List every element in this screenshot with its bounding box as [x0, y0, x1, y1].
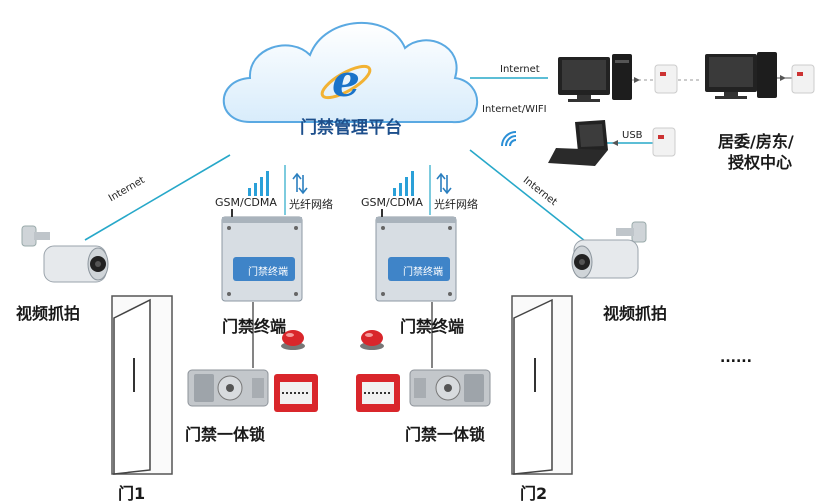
camera-right-label: 视频抓拍 — [603, 304, 668, 323]
terminal-box-1 — [221, 209, 303, 302]
svg-text:e: e — [332, 56, 360, 107]
cloud-title: 门禁管理平台 — [300, 118, 402, 138]
link-line-right — [469, 149, 591, 246]
card-reader-icon-1 — [654, 64, 678, 94]
terminal2-label: 门禁终端 — [400, 317, 465, 336]
card-reader-icon-2 — [791, 64, 815, 94]
terminal1-fiber-label: 光纤网络 — [289, 198, 333, 211]
door-icon-1 — [111, 295, 173, 475]
terminal2-screen-text: 门禁终端 — [403, 267, 443, 278]
terminal1-gsm-label: GSM/CDMA — [215, 196, 277, 209]
updown-arrows-icon-1 — [292, 172, 308, 195]
card-reader-icon-3 — [652, 127, 676, 157]
terminal1-label: 门禁终端 — [222, 317, 287, 336]
terminal-box-2 — [375, 209, 457, 302]
internet-wifi-label: Internet/WIFI — [482, 104, 547, 115]
door2-label: 门2 — [520, 484, 548, 503]
more-ellipsis: ...... — [720, 350, 752, 366]
desktop-pc-icon-1 — [558, 54, 632, 102]
desktop-pc-icon-2 — [705, 52, 777, 99]
door1-label: 门1 — [118, 484, 146, 503]
signal-bars-icon-1 — [248, 171, 269, 196]
lock-icon-left — [187, 369, 269, 407]
laptop-icon — [548, 120, 608, 166]
terminal2-fiber-label: 光纤网络 — [434, 198, 478, 211]
auth-center-line2: 授权中心 — [728, 153, 793, 172]
camera-icon-left — [21, 225, 109, 283]
ie-logo-icon: e — [318, 52, 374, 108]
alarm-light-icon-2 — [360, 330, 384, 350]
camera-icon-right — [571, 221, 647, 279]
fire-alarm-icon-left — [274, 374, 318, 412]
usb-label: USB — [622, 130, 643, 141]
signal-bars-icon-2 — [393, 171, 414, 196]
auth-center-line1: 居委/房东/ — [718, 132, 794, 151]
door-icon-2 — [511, 295, 573, 475]
lock-left-label: 门禁一体锁 — [185, 425, 266, 444]
terminal2-gsm-label: GSM/CDMA — [361, 196, 423, 209]
camera-left-label: 视频抓拍 — [16, 304, 81, 323]
updown-arrows-icon-2 — [436, 172, 452, 195]
lock-icon-right — [409, 369, 491, 407]
link-line-left — [84, 154, 231, 241]
fire-alarm-icon-right — [356, 374, 400, 412]
alarm-light-icon-1 — [281, 330, 305, 350]
terminal1-screen-text: 门禁终端 — [248, 267, 288, 278]
lock-right-label: 门禁一体锁 — [405, 425, 486, 444]
internet-top-label: Internet — [500, 64, 540, 75]
